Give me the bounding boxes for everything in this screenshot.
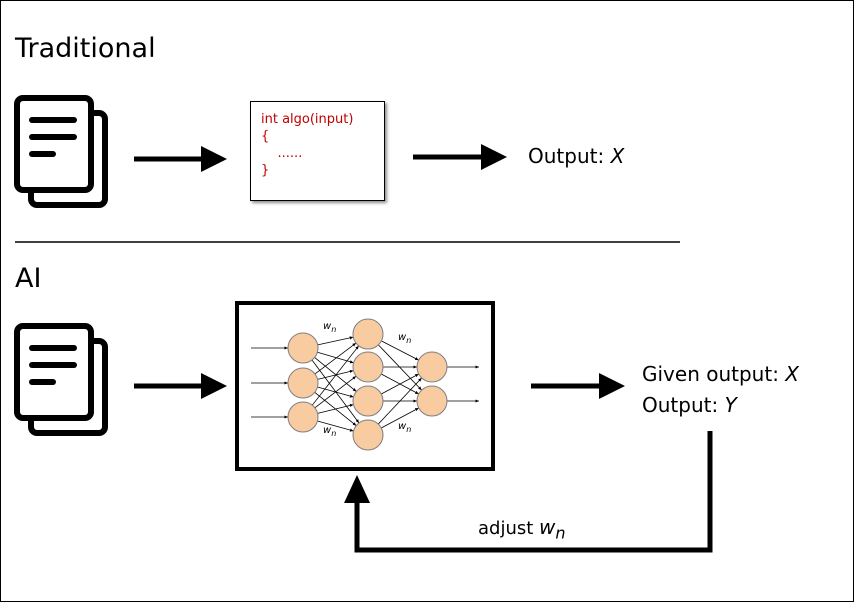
weight-symbol: w (398, 332, 407, 343)
document-icon (14, 323, 108, 436)
weight-label: wn (398, 421, 411, 434)
arrow-to-code (134, 146, 227, 172)
feedback-text: adjust (478, 518, 540, 539)
output-label: Output: (528, 144, 611, 168)
traditional-title: Traditional (15, 33, 156, 64)
weight-connection (314, 342, 357, 375)
weight-connection (381, 373, 419, 395)
neuron-layer-2 (352, 351, 384, 383)
neuron-layer-3 (416, 351, 448, 383)
weight-connection (311, 345, 360, 406)
traditional-output: Output: X (528, 144, 624, 168)
feedback-weight: w (539, 515, 556, 539)
weight-label: wn (398, 332, 411, 345)
neuron-layer-2 (352, 318, 384, 350)
ai-output-variable: Y (724, 393, 737, 417)
feedback-loop-arrow (344, 431, 713, 553)
weight-subscript: n (406, 425, 412, 434)
ai-output-label: Output: (642, 393, 725, 417)
weight-connection (378, 344, 422, 391)
document-icon (14, 95, 108, 208)
ai-output: Output: Y (642, 393, 737, 417)
arrow-to-ai-output (531, 373, 625, 399)
feedback-weight-subscript: n (555, 523, 566, 543)
neural-network (251, 318, 479, 451)
weight-connection (377, 377, 423, 425)
neuron-layer-2 (352, 419, 384, 451)
given-output-label: Given output: (642, 362, 786, 386)
code-line: int algo(input) (261, 112, 354, 127)
given-output: Given output: X (642, 362, 799, 386)
neuron-layer-1 (287, 332, 319, 364)
weight-label: wn (323, 321, 336, 334)
neuron-layer-3 (416, 385, 448, 417)
weight-connection (317, 336, 354, 346)
weight-subscript: n (331, 429, 337, 438)
arrow-to-output (413, 144, 507, 170)
weight-symbol: w (323, 321, 332, 332)
weight-connection (314, 357, 357, 392)
weight-connection (317, 351, 354, 364)
weight-label: wn (323, 425, 336, 438)
weight-connection (314, 375, 357, 409)
feedback-label: adjust wn (478, 515, 566, 543)
weight-subscript: n (406, 336, 412, 345)
weight-subscript: n (331, 325, 337, 334)
code-line: ...... (261, 146, 303, 161)
arrow-to-network (134, 373, 227, 399)
output-variable: X (610, 144, 625, 168)
code-line: } (261, 163, 270, 178)
weight-connection (381, 340, 419, 361)
neuron-layer-1 (287, 367, 319, 399)
neuron-layer-2 (352, 385, 384, 417)
code-snippet-box: int algo(input) { ...... } (250, 101, 385, 201)
weight-connection (317, 420, 354, 432)
weight-symbol: w (323, 425, 332, 436)
given-output-variable: X (785, 362, 799, 386)
neuron-layer-1 (287, 401, 319, 433)
ai-title: AI (15, 263, 42, 294)
code-line: { (261, 129, 270, 144)
weight-connection (381, 407, 419, 429)
weight-symbol: w (398, 421, 407, 432)
weight-connection (317, 403, 354, 414)
